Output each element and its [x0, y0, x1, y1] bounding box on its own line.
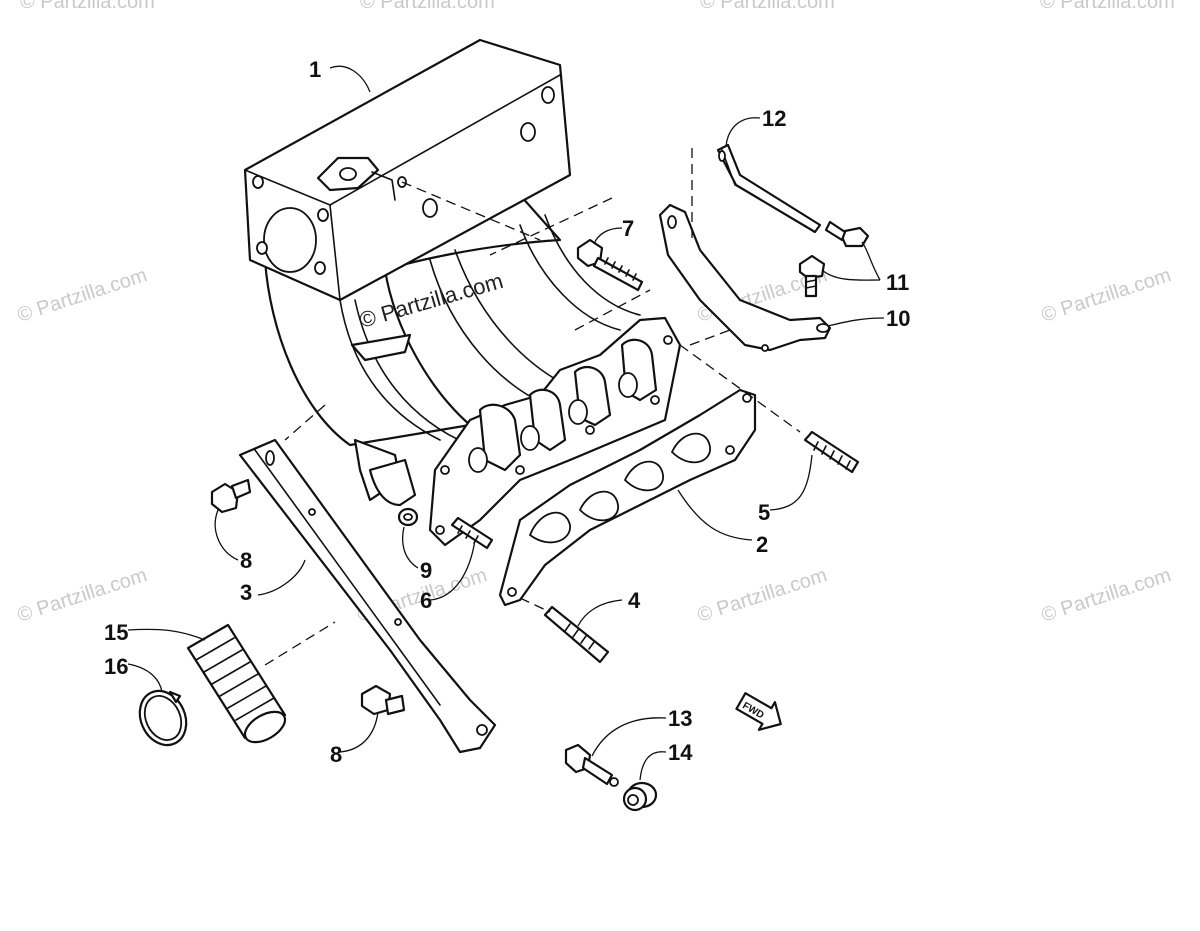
watermark: © Partzilla.com: [700, 0, 835, 13]
grommet: [622, 781, 658, 812]
watermark: © Partzilla.com: [1039, 264, 1174, 327]
callout-12: 12: [762, 106, 786, 131]
callout-4: 4: [628, 588, 641, 613]
stud-4: [543, 605, 610, 664]
manifold-gasket: [498, 388, 757, 607]
callout-11: 11: [886, 270, 909, 295]
watermark: © Partzilla.com: [695, 564, 830, 627]
assembly-lines: [264, 148, 801, 666]
callout-2: 2: [756, 532, 768, 557]
bolt-8-upper: [210, 478, 252, 514]
bolt-11b: [798, 254, 826, 298]
heat-shield-bracket: [658, 203, 832, 352]
callout-1: 1: [309, 57, 321, 82]
watermark: © Partzilla.com: [15, 564, 150, 627]
callout-3: 3: [240, 580, 252, 605]
bolt-11a: [824, 220, 870, 248]
hose: [186, 623, 287, 744]
callout-5: 5: [758, 500, 770, 525]
nut-9: [397, 507, 419, 527]
watermark: © Partzilla.com: [1039, 564, 1174, 627]
stud-5: [803, 430, 860, 474]
watermark-layer: © Partzilla.com © Partzilla.com © Partzi…: [15, 0, 1175, 627]
callout-10: 10: [886, 306, 910, 331]
muffler: [243, 38, 572, 302]
callout-labels: 1 2 3 4 5 6 7 8 8 9 10 11 12 13 14 15 16: [104, 57, 910, 767]
sensor: [564, 743, 619, 787]
callout-7: 7: [622, 216, 634, 241]
callout-8-lower: 8: [330, 742, 342, 767]
watermark: © Partzilla.com: [1040, 0, 1175, 13]
leader-lines: [127, 65, 885, 781]
callout-8-upper: 8: [240, 548, 252, 573]
watermark: © Partzilla.com: [15, 264, 150, 327]
callout-9: 9: [420, 558, 432, 583]
callout-15: 15: [104, 620, 128, 645]
bolt-7: [576, 238, 644, 292]
exhaust-manifold: [428, 316, 682, 547]
hose-clamp: [138, 689, 188, 747]
callout-6: 6: [420, 588, 432, 613]
watermark: © Partzilla.com: [20, 0, 155, 13]
watermark: © Partzilla.com: [360, 0, 495, 13]
bolt-8-lower: [360, 684, 406, 716]
callout-13: 13: [668, 706, 692, 731]
support-bracket: [238, 438, 497, 754]
callout-16: 16: [104, 654, 128, 679]
retaining-strap: [716, 143, 822, 234]
callout-14: 14: [668, 740, 693, 765]
forward-arrow-icon: FWD: [735, 692, 782, 731]
